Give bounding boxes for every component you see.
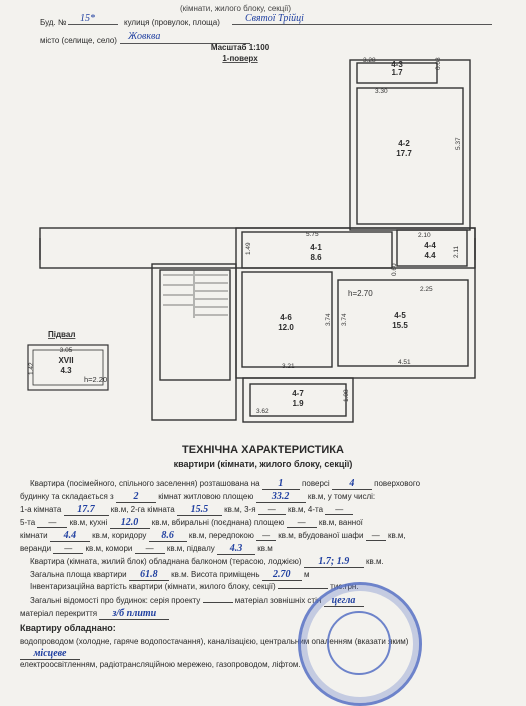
balcony-area: 1.7; 1.9 [303,556,364,568]
dimension: 3.74 [325,313,332,326]
dimension: 5.37 [455,137,462,150]
plan-scale: Масштаб 1:100 [211,43,270,52]
tech-line: електроосвітленням, радіотрансляційною м… [20,660,301,669]
room-area: 15.5 [392,321,408,330]
tech-line: Загальні відомості про будинок: серія пр… [20,595,520,607]
tech-line: матеріал перекриття з/б плити [20,608,520,620]
room-labels: 4-3 1.7 4-2 17.7 4-1 8.6 4-4 4.4 4-5 15.… [278,60,436,408]
tech-line: Загальна площа квартири 61.8 кв.м. Висот… [30,569,310,581]
header-caption: (кімнати, жилого блоку, секції) [180,4,292,13]
floor-value: 1 [261,478,300,490]
dimension-labels: 3.28 0.08 3.30 5.37 5.75 1.49 2.10 2.11 … [245,57,462,415]
tech-line: 5-та — кв.м, кухні 12.0 кв.м, вбиральні … [20,517,363,529]
tech-line: Квартира (посімейного, спільного заселен… [30,478,421,490]
plan-floor: 1-поверх [222,54,258,63]
tech-line: будинку та складається з 2 кімнат житлов… [20,491,376,503]
room-id: 4-7 [292,389,304,398]
room-area: 12.0 [278,323,294,332]
dimension: 2.11 [453,245,460,258]
room1-area: 17.7 [63,504,109,516]
room-area: 17.7 [396,149,412,158]
dimension: 3.74 [341,313,348,326]
document-header: (кімнати, жилого блоку, секції) Буд. № 1… [0,0,526,50]
room-area: 4.4 [424,251,436,260]
room-area: 1.9 [292,399,304,408]
basement-label: Підвал [48,330,75,339]
tech-line: Квартира (кімната, жилий блок) обладнана… [30,556,384,568]
building-number: 15* [80,13,95,24]
dimension: 2.10 [418,232,431,239]
equipment-label: Квартиру обладнано: [20,623,116,633]
kitchen-area: 12.0 [109,517,150,529]
tech-subtitle: квартири (кімнати, жилого блоку, секції) [173,459,353,469]
height-note: h=2.70 [348,289,373,298]
building-label: Буд. № [40,18,67,27]
room-area: 1.7 [391,68,403,77]
floors-total: 4 [331,478,372,490]
dimension: 1.08 [343,389,350,402]
basement-area-value: 4.3 [217,543,256,555]
corridor-area: 8.6 [148,530,187,542]
outer-walls [39,59,476,423]
dimension: 3.05 [60,347,73,354]
total-area: 61.8 [128,569,169,581]
heating-type: місцеве [20,648,80,660]
dimension: 3.21 [282,363,295,370]
tech-line: 1-а кімната 17.7 кв.м, 2-га кімната 15.5… [20,504,520,516]
room2-area: 15.5 [176,504,222,516]
room-id: 4-2 [398,139,410,148]
room-id: 4-1 [310,243,322,252]
technical-characteristics: ТЕХНІЧНА ХАРАКТЕРИСТИКА квартири (кімнат… [0,440,526,670]
rooms-count: 2 [115,491,156,503]
tech-line: веранди — кв.м, комори — кв.м, підвалу 4… [20,543,273,555]
dimension: 5.75 [306,231,319,238]
bath-area: 4.4 [49,530,90,542]
ceiling-height: 2.70 [261,569,302,581]
official-stamp [298,582,422,706]
dimension: 1.49 [245,242,252,255]
basement-height: h=2.20 [84,375,107,384]
tech-title: ТЕХНІЧНА ХАРАКТЕРИСТИКА [182,444,344,456]
room-area: 8.6 [310,253,322,262]
tech-line: Інвентаризаційна вартість квартири (кімн… [30,582,359,591]
dimension: 3.30 [375,88,388,95]
room-id: 4-6 [280,313,292,322]
basement-area: 4.3 [60,366,72,375]
tech-line: водопроводом (холодне, гаряче водопостач… [20,637,409,646]
floor-plan: Масштаб 1:100 1-поверх [27,43,476,423]
room-id: 4-3 [391,60,403,69]
living-area: 33.2 [255,491,306,503]
dimension: 3.62 [256,408,269,415]
dimension: 1.42 [28,362,35,375]
dimension: 2.25 [420,286,433,293]
tech-line: місцеве [20,648,520,660]
dimension: 0.60 [391,263,398,276]
city-value: Жовква [128,31,161,42]
street-label: кулиця (провулок, площа) [124,18,220,27]
tech-line: кімнати 4.4 кв.м, коридору 8.6 кв.м, пер… [20,530,406,542]
room-id: 4-4 [424,241,436,250]
street-value: Святої Трійці [245,13,304,24]
dimension: 0.08 [435,57,442,70]
basement-number: XVII [58,356,73,365]
city-label: місто (селище, село) [40,36,117,45]
basement: Підвал 3.05 1.42 XVII 4.3 h=2.20 [27,330,109,391]
ceiling-material: з/б плити [99,608,170,620]
room-id: 4-5 [394,311,406,320]
dimension: 3.28 [363,57,376,64]
stairs [163,270,228,318]
dimension: 4.51 [398,359,411,366]
